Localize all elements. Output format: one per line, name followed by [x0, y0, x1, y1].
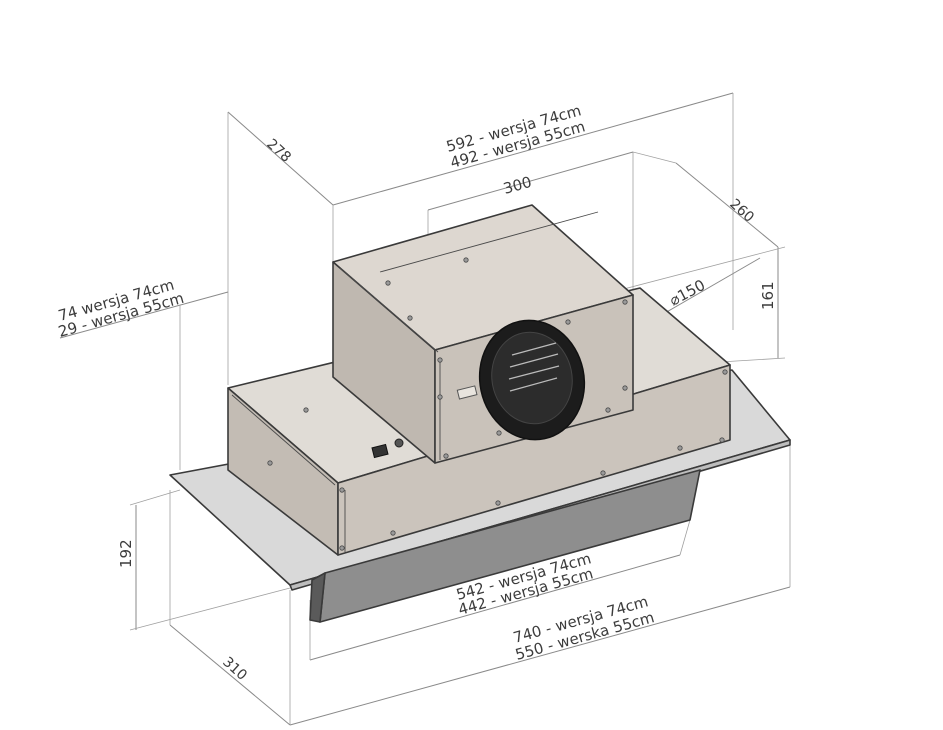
- control-knob: [394, 438, 404, 448]
- screws: [267, 257, 728, 551]
- power-switch: [371, 443, 389, 459]
- dim-diameter: ⌀150: [666, 276, 708, 310]
- dim-310: 310: [219, 654, 250, 684]
- dim-278: 278: [263, 136, 294, 166]
- dim-161: 161: [759, 281, 777, 310]
- dim-260: 260: [726, 196, 757, 226]
- hood-body: [169, 204, 791, 623]
- label-plate: [456, 385, 478, 400]
- fan-vents: [508, 342, 560, 392]
- dim-300: 300: [501, 173, 533, 198]
- dim-192: 192: [117, 539, 135, 568]
